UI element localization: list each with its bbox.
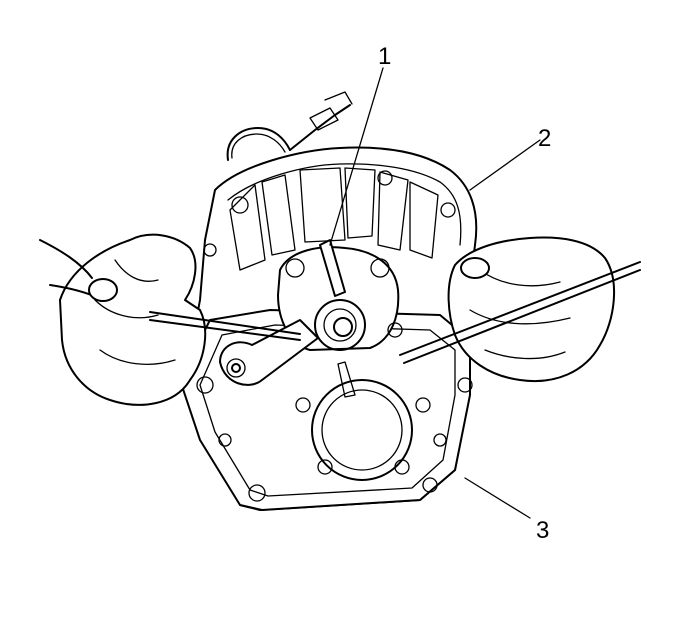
left-hand-with-rag <box>39 233 301 406</box>
leader-lines <box>329 67 541 519</box>
center-bearing-assembly <box>277 239 403 351</box>
callout-1-label: 1 <box>378 43 391 70</box>
output-bore <box>295 361 431 481</box>
callout-3-label: 3 <box>536 517 549 544</box>
wiring-harness <box>226 91 353 161</box>
callout-2-label: 2 <box>538 125 551 152</box>
right-hand-with-rag <box>399 236 641 382</box>
leader-line-3 <box>464 477 531 519</box>
leader-line-1 <box>329 67 384 246</box>
shift-lever-boss <box>219 319 319 386</box>
leader-line-2 <box>469 139 541 191</box>
